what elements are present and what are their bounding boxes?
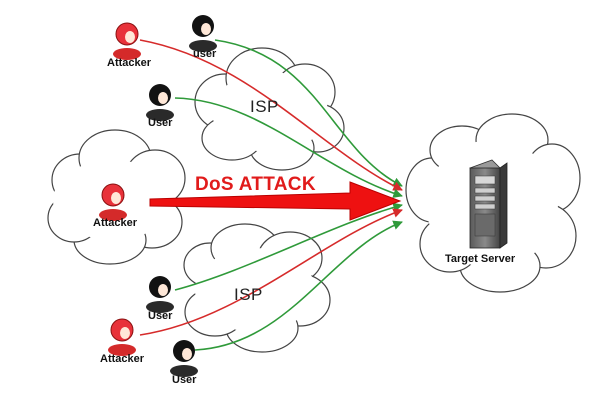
user-icon bbox=[146, 276, 174, 313]
user-traffic-line bbox=[214, 39, 403, 187]
isp-label-bottom: ISP bbox=[234, 285, 263, 304]
user-traffic-line bbox=[174, 202, 403, 291]
dos-attack-title: DoS ATTACK bbox=[195, 174, 316, 195]
isp-cloud-top bbox=[194, 47, 345, 171]
attack-traffic-line bbox=[139, 208, 403, 336]
attacker-icon bbox=[108, 318, 136, 356]
user-traffic-line bbox=[174, 97, 403, 198]
user-icon bbox=[189, 15, 217, 52]
attack-traffic-line bbox=[139, 39, 403, 191]
isp-label-top: ISP bbox=[250, 97, 279, 116]
server-cloud bbox=[405, 113, 581, 293]
user-label: user bbox=[193, 48, 217, 60]
user-label: User bbox=[148, 117, 173, 129]
user-icon bbox=[170, 340, 198, 377]
user-traffic-line bbox=[194, 220, 403, 351]
attacker-label: Attacker bbox=[93, 217, 138, 229]
user-icon bbox=[146, 84, 174, 121]
user-label: User bbox=[172, 374, 197, 386]
server-label: Target Server bbox=[445, 253, 516, 265]
attacker-label: Attacker bbox=[107, 57, 152, 69]
user-label: User bbox=[148, 310, 173, 322]
attacker-icon bbox=[113, 22, 141, 60]
attacker-icon bbox=[99, 183, 127, 221]
attacker-label: Attacker bbox=[100, 353, 145, 365]
server-icon bbox=[469, 159, 508, 249]
dos-attack-arrow bbox=[149, 181, 402, 221]
